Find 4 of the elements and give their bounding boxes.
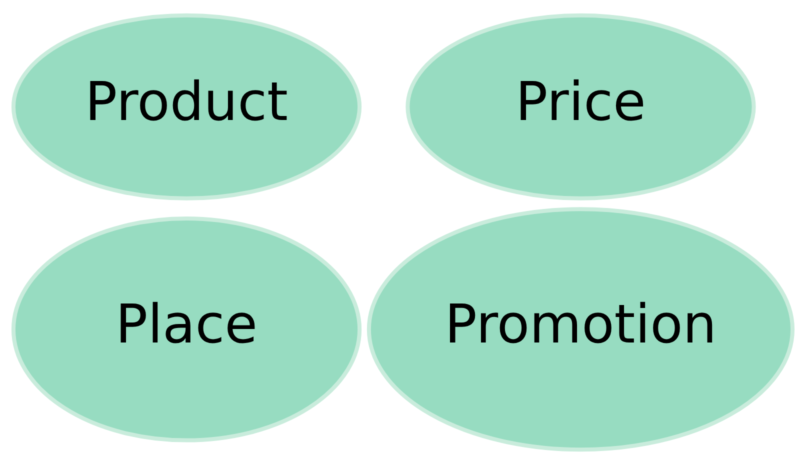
node-ellipse: Place [11, 216, 362, 442]
node-ellipse: Price [406, 13, 756, 200]
node-ellipse: Promotion [366, 207, 795, 452]
node-ellipse: Product [11, 13, 362, 200]
